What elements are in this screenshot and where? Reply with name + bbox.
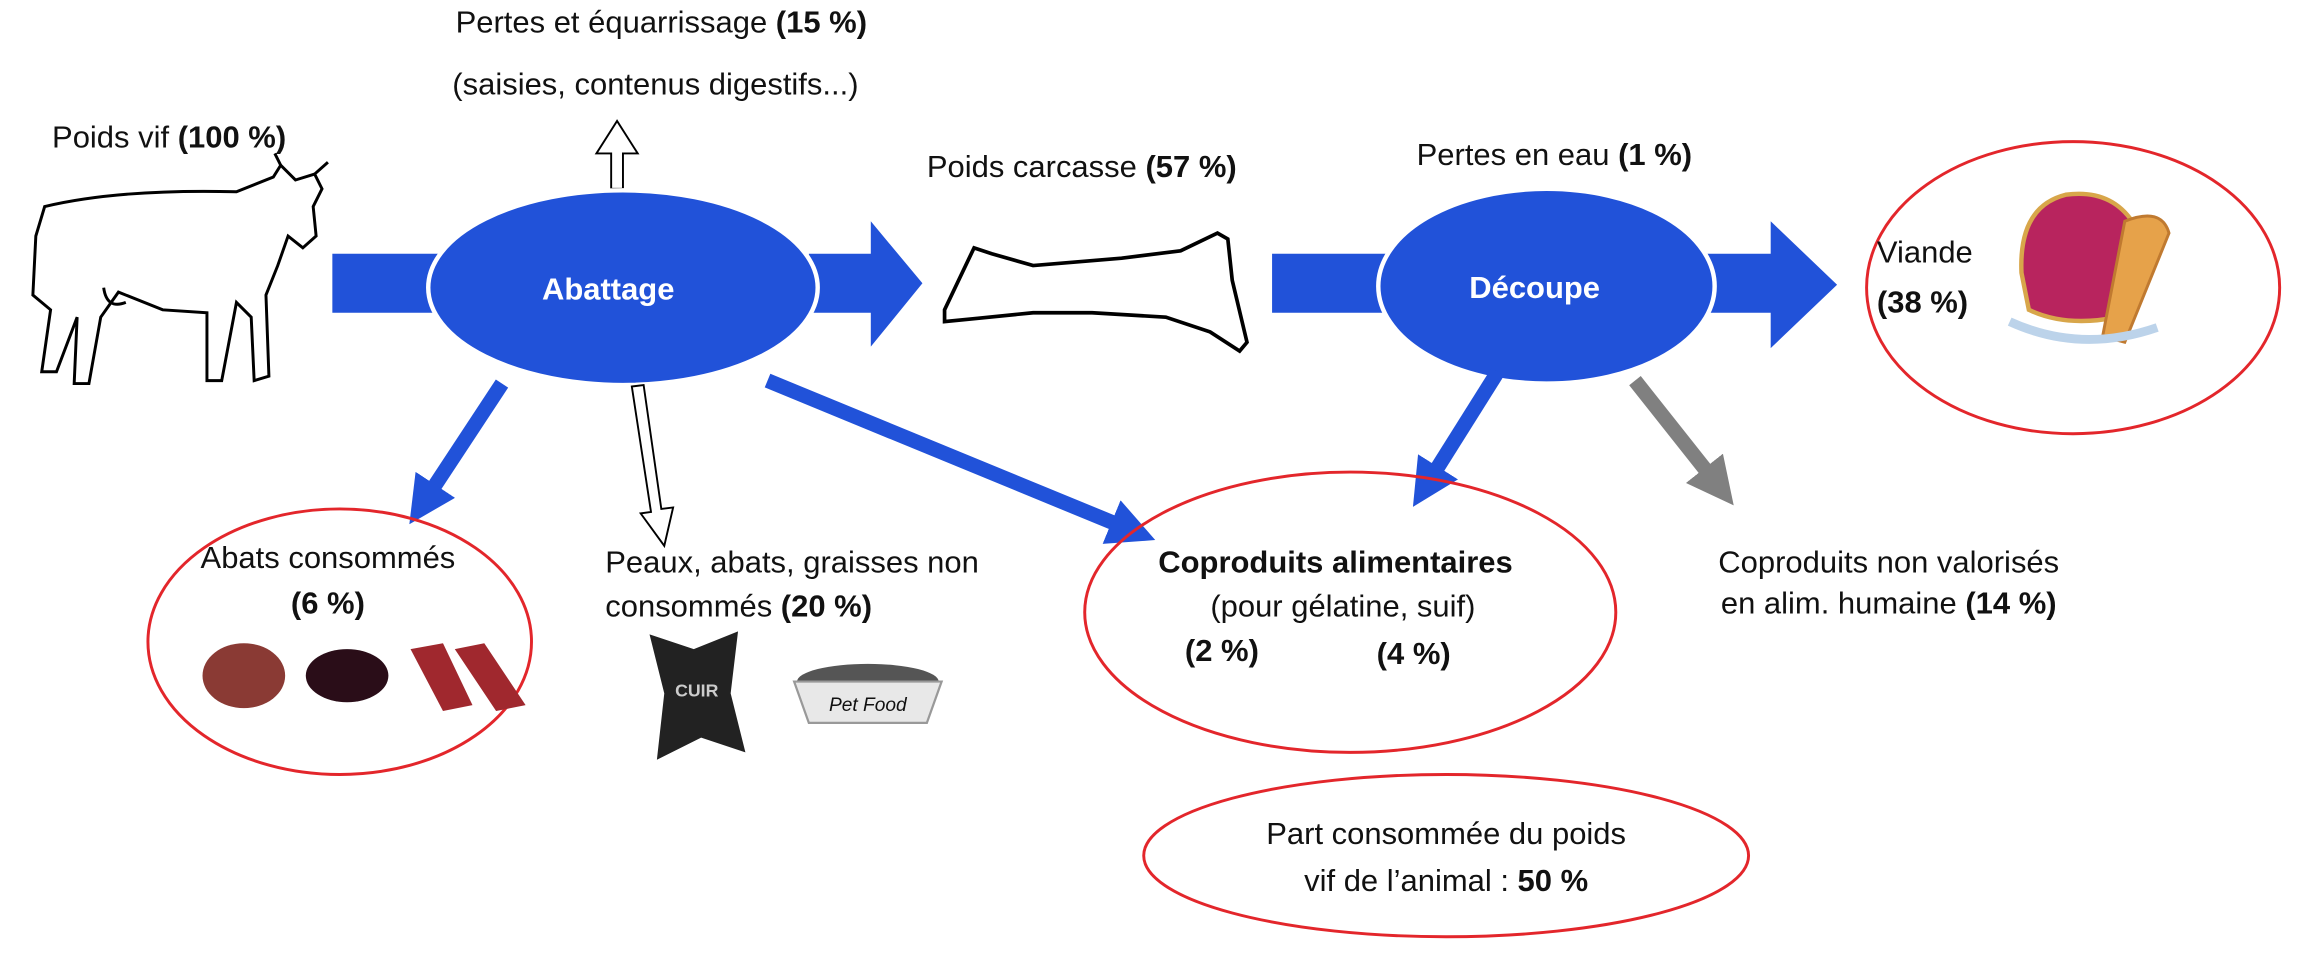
svg-text:Pet Food: Pet Food (829, 695, 908, 716)
food-coproducts-value-left: (2 %) (1185, 633, 1259, 668)
meat-value: (38 %) (1877, 285, 1968, 320)
offal-icon (202, 643, 526, 712)
food-coproducts-circle (1083, 470, 1618, 754)
meat-chop-icon (2007, 191, 2171, 345)
flow-band-cutting (1272, 253, 1391, 313)
leather-icon: CUIR (649, 631, 746, 760)
carcass-icon (942, 231, 1249, 354)
arrow-cutting-to-coproducts (1412, 367, 1505, 507)
losses-arrow (594, 119, 640, 190)
cow-icon (31, 152, 329, 386)
food-coproducts-detail: (pour gélatine, suif) (1210, 589, 1475, 624)
meat-circle (1865, 140, 2282, 436)
consumed-share-line2: vif de l’animal : 50 % (1304, 863, 1588, 898)
offal-value: (6 %) (291, 586, 365, 621)
flow-arrow-to-carcass (808, 221, 923, 347)
losses-detail: (saisies, contenus digestifs...) (452, 66, 858, 101)
food-coproducts-title: Coproduits alimentaires (1158, 544, 1513, 579)
offal-circle (146, 507, 533, 776)
non-valorised-line2: en alim. humaine (14 %) (1721, 586, 2057, 621)
pet-food-icon: Pet Food (792, 663, 944, 724)
non-consumed-line2: consommés (20 %) (605, 589, 872, 624)
consumed-share-line1: Part consommée du poids (1266, 816, 1626, 851)
food-coproducts-value-right: (4 %) (1377, 636, 1451, 671)
carcass-weight-label: Poids carcasse (57 %) (927, 149, 1237, 184)
losses-label: Pertes et équarrissage (15 %) (456, 4, 867, 39)
arrow-to-non-valorised (1629, 376, 1734, 506)
consumed-share-circle (1142, 773, 1751, 939)
non-valorised-line1: Coproduits non valorisés (1718, 544, 2059, 579)
slaughter-node (426, 188, 820, 388)
flow-arrow-to-meat (1696, 221, 1838, 349)
live-weight-label: Poids vif (100 %) (52, 120, 286, 155)
arrow-to-offal (409, 379, 509, 525)
cutting-node (1376, 186, 1717, 386)
non-consumed-line1: Peaux, abats, graisses non (605, 544, 979, 579)
arrow-to-food-coproducts (764, 373, 1156, 544)
arrow-to-non-consumed (630, 383, 675, 549)
offal-label: Abats consommés (201, 540, 456, 575)
cutting-label: Découpe (1469, 270, 1600, 305)
water-loss-label: Pertes en eau (1 %) (1417, 137, 1692, 172)
svg-text:CUIR: CUIR (675, 680, 718, 700)
slaughter-label: Abattage (542, 271, 675, 306)
meat-label: Viande (1877, 235, 1973, 270)
